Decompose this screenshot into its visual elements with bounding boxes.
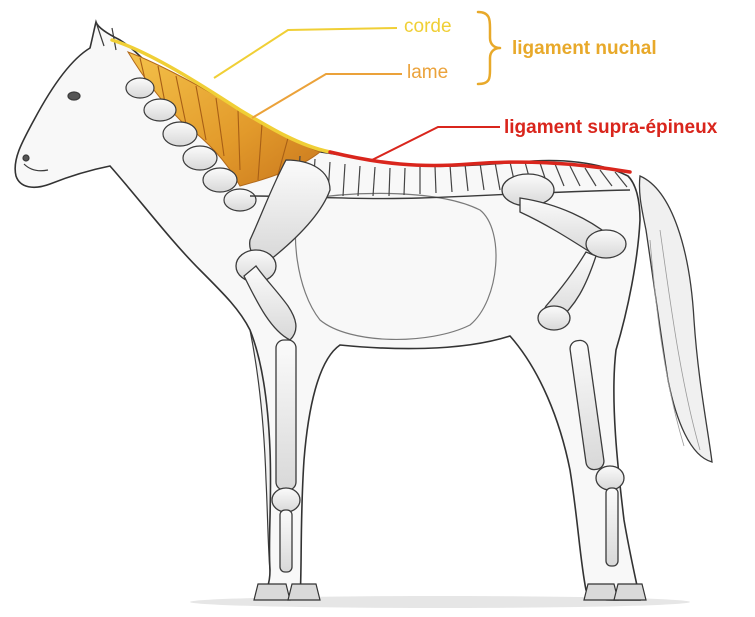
nuchal-bracket-icon [478, 12, 500, 84]
tail [639, 176, 712, 462]
lame-leader-line [252, 74, 402, 118]
label-corde: corde [404, 17, 452, 36]
corde-leader-line [214, 28, 397, 78]
label-ligament-supra-epineux: ligament supra-épineux [504, 118, 717, 137]
supra-leader-line [372, 127, 500, 160]
label-lame: lame [407, 63, 448, 82]
label-ligament-nuchal: ligament nuchal [512, 39, 657, 58]
